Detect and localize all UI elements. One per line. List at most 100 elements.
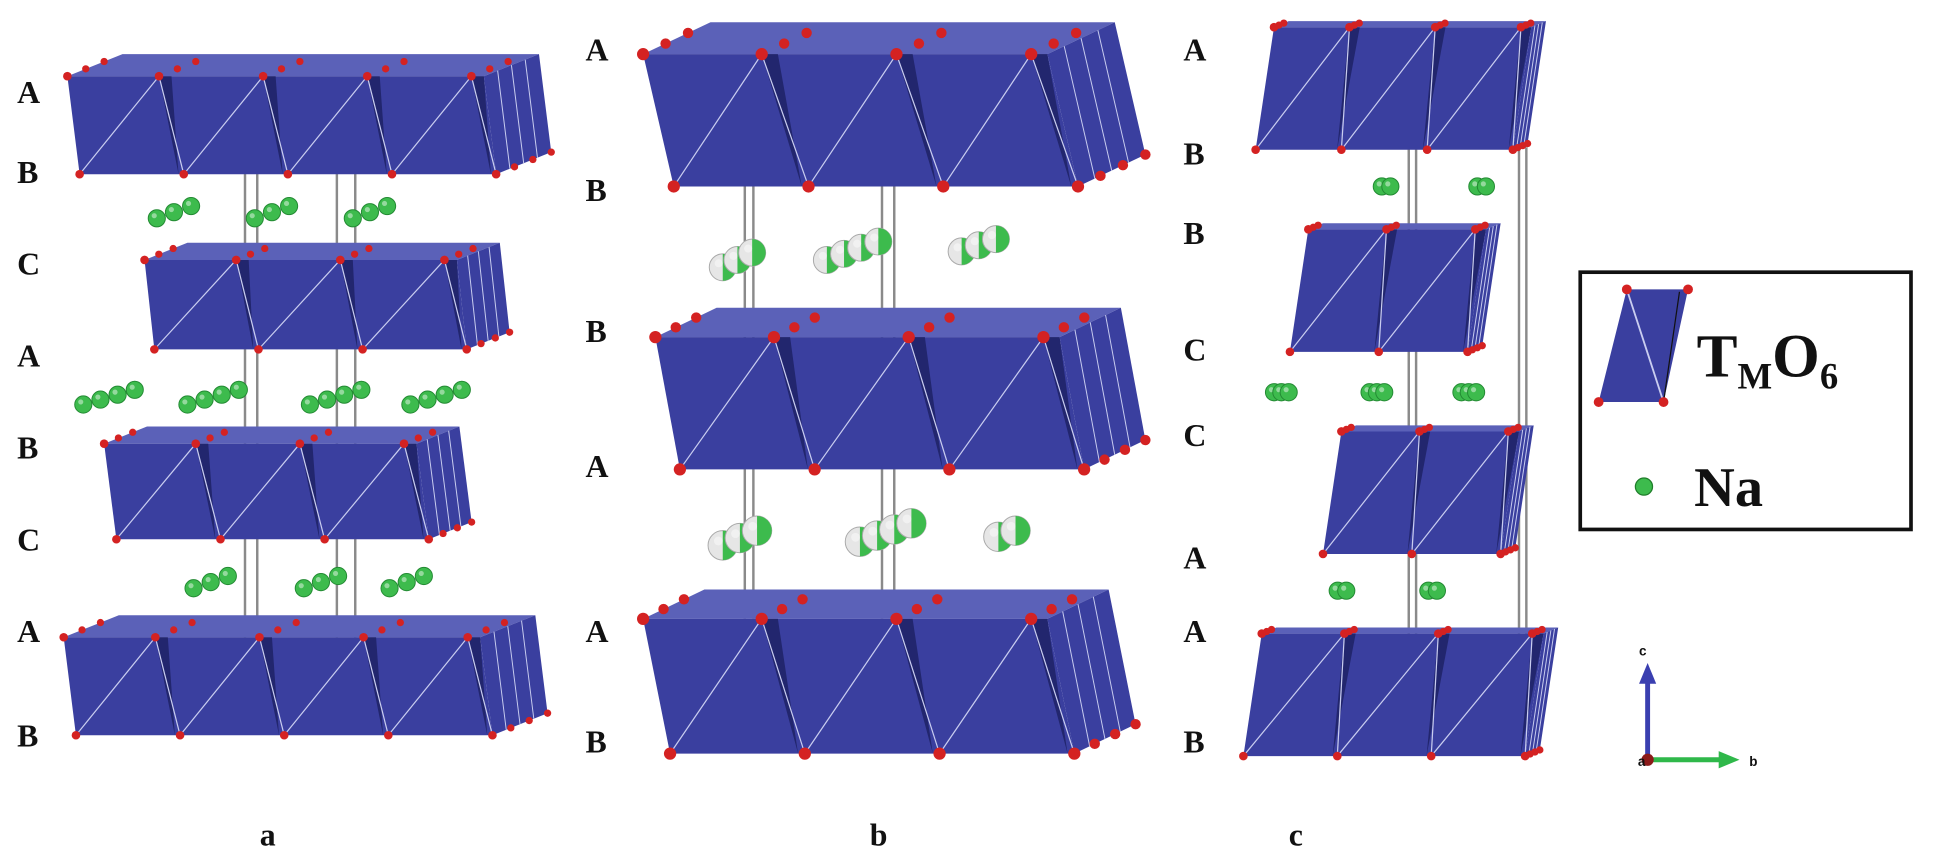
layer-front-face: [1255, 27, 1532, 150]
sodium-atom: [1337, 581, 1356, 600]
stacking-label: A: [17, 75, 40, 110]
octahedron-edge: [75, 636, 156, 736]
sodium-atom: [212, 385, 231, 404]
axis-a-origin: [1641, 753, 1654, 766]
oxygen-atom: [1140, 149, 1151, 160]
sodium-atom: [218, 566, 237, 586]
oxygen-atom: [660, 38, 671, 49]
oxygen-atom: [797, 594, 808, 605]
oxygen-atom: [902, 331, 915, 344]
sodium-highlight: [868, 526, 878, 536]
oxygen-atom: [387, 169, 397, 179]
sodium-atom: [74, 395, 93, 414]
oxygen-atom: [1099, 454, 1110, 465]
sodium-highlight: [222, 570, 228, 576]
layer-edge: [1077, 604, 1106, 740]
oxygen-atom: [504, 57, 512, 66]
oxygen-atom: [943, 463, 956, 476]
sodium-atom-half: [757, 515, 772, 546]
layer-edge: [1080, 38, 1113, 171]
oxygen-atom: [384, 730, 393, 740]
layer-front-face: [655, 337, 1085, 470]
oxygen-atom: [175, 730, 185, 740]
oxygen-atom: [507, 724, 515, 732]
octahedron-shade: [1407, 431, 1431, 554]
oxygen-atom: [179, 169, 189, 179]
oxygen-atom: [455, 250, 463, 258]
oxygen-atom: [96, 618, 105, 627]
octahedron-edge: [258, 637, 285, 736]
layer-edge: [524, 59, 538, 158]
oxygen-atom: [890, 612, 903, 625]
octahedron-edge: [258, 259, 341, 350]
sodium-atom: [418, 390, 437, 409]
oxygen-atom: [944, 312, 955, 323]
oxygen-atom: [358, 345, 367, 354]
octahedron-edge: [287, 75, 368, 175]
oxygen-atom: [63, 71, 72, 81]
oxygen-atom: [140, 255, 149, 265]
oxygen-atom: [543, 709, 552, 717]
oxygen-atom: [188, 618, 196, 627]
sodium-atom: [414, 566, 433, 586]
octahedron-shade: [1422, 27, 1446, 150]
octahedron-edge: [153, 259, 237, 350]
sodium-atom: [91, 390, 110, 409]
sodium-atom: [452, 380, 471, 399]
sodium-highlight: [321, 394, 328, 400]
layer-edge: [1523, 22, 1543, 146]
oxygen-atom: [1048, 38, 1059, 49]
axis-c-label: c: [1639, 644, 1647, 659]
oxygen-atom: [1251, 145, 1260, 154]
oxygen-atom: [82, 65, 90, 73]
octahedron-edge: [362, 637, 389, 736]
oxygen-atom: [1037, 331, 1050, 344]
octahedron-edge: [467, 637, 494, 736]
layer-top-face: [1261, 627, 1559, 634]
oxygen-atom: [682, 27, 694, 39]
sodium-atom: [201, 573, 220, 592]
octahedron-edge: [283, 636, 365, 736]
oxygen-atom: [129, 428, 137, 436]
oxygen-atom: [75, 169, 84, 179]
layer-edge: [1074, 329, 1100, 463]
sodium-atom: [108, 385, 127, 404]
oxygen-atom: [802, 180, 815, 193]
legend: TMO6 Na: [1578, 270, 1913, 532]
octahedron-edge: [1030, 53, 1079, 187]
octahedron-edge: [1524, 633, 1533, 757]
sodium-highlight: [332, 570, 339, 576]
structures: [59, 19, 1559, 761]
oxygen-atom: [1425, 423, 1433, 432]
layer-edge: [437, 435, 451, 531]
oxygen-atom: [254, 345, 263, 354]
sodium-highlight: [112, 389, 118, 395]
oxygen-atom: [279, 730, 289, 740]
oxygen-atom: [216, 534, 225, 544]
oxygen-atom: [467, 71, 476, 81]
sodium-highlight: [1472, 181, 1478, 187]
oxygen-atom: [1538, 625, 1546, 634]
sodium-highlight: [1283, 387, 1289, 393]
sodium-highlight: [1423, 585, 1429, 591]
oxygen-atom: [169, 244, 177, 253]
sodium-atom-half: [752, 239, 766, 267]
layer-edge: [1531, 630, 1552, 754]
sodium-highlight: [987, 231, 996, 240]
sodium-atom: [435, 385, 454, 404]
oxygen-atom: [1119, 444, 1131, 456]
oxygen-atom: [1109, 728, 1121, 740]
panel-label-a: a: [260, 817, 276, 852]
octahedron-edge: [908, 336, 950, 470]
stacking-label: B: [1183, 724, 1204, 759]
oxygen-atom: [1079, 312, 1090, 323]
oxygen-atom: [1071, 180, 1085, 193]
sodium-highlight: [78, 399, 84, 405]
octahedron-shade: [908, 337, 943, 470]
oxygen-atom: [1285, 347, 1295, 357]
oxygen-atom: [670, 322, 681, 333]
oxygen-atom: [112, 534, 121, 544]
oxygen-atom: [414, 434, 422, 442]
octahedron-shade: [155, 637, 175, 736]
